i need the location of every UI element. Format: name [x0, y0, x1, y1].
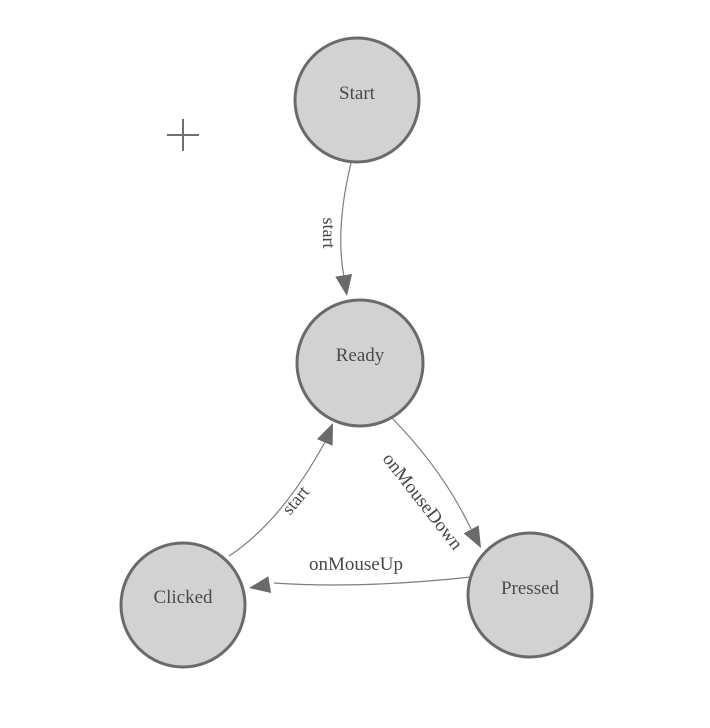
state-node-clicked[interactable]: Clicked [119, 541, 247, 669]
node-label: Clicked [153, 587, 213, 608]
edge-line[interactable] [273, 576, 472, 586]
edge-label-start-bottom: start [278, 482, 313, 519]
node-circle[interactable] [295, 298, 425, 428]
node-label: Ready [336, 345, 385, 366]
state-node-ready[interactable]: Ready [295, 298, 425, 428]
state-node-start[interactable]: Start [293, 36, 421, 164]
edge-arrowhead [317, 423, 333, 446]
edge-arrowhead [249, 576, 272, 593]
node-label: Pressed [501, 578, 560, 599]
edge-clicked-to-ready[interactable]: start [228, 423, 333, 557]
edge-line[interactable] [340, 162, 352, 278]
edge-line[interactable] [228, 441, 326, 557]
state-node-pressed[interactable]: Pressed [466, 531, 594, 659]
edge-arrowhead [335, 274, 353, 296]
node-circle[interactable] [293, 36, 421, 164]
edge-arrowhead [463, 525, 481, 548]
node-circle[interactable] [466, 531, 594, 659]
edge-pressed-to-clicked[interactable]: onMouseUp [249, 554, 472, 593]
edge-label-onmouseup: onMouseUp [309, 554, 403, 575]
crosshair-icon [167, 119, 199, 151]
edge-label-start-top: start [319, 218, 339, 249]
edge-start-to-ready[interactable]: start [319, 162, 353, 296]
edge-line[interactable] [390, 416, 472, 530]
edge-label-onmousedown: onMouseDown [378, 449, 467, 555]
node-label: Start [339, 83, 376, 104]
edge-ready-to-pressed[interactable]: onMouseDown [378, 416, 481, 555]
node-circle[interactable] [119, 541, 247, 669]
